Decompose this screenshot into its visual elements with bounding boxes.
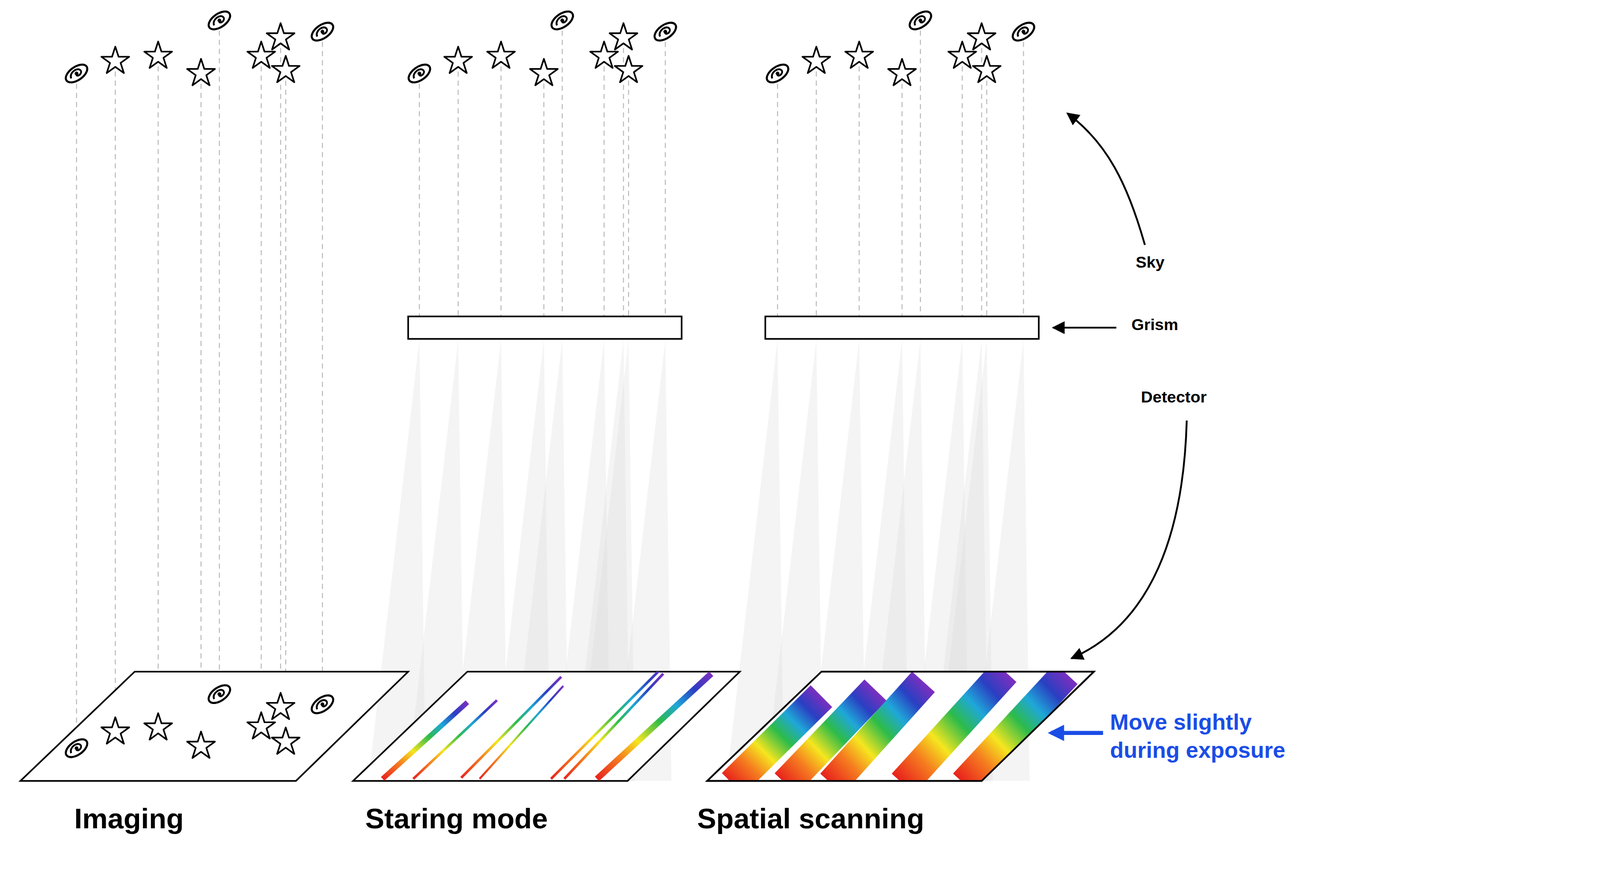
star-icon bbox=[487, 41, 515, 68]
sight-lines bbox=[76, 30, 1024, 738]
star-icon bbox=[144, 41, 172, 68]
star-icon bbox=[609, 23, 638, 50]
sight-line bbox=[260, 66, 262, 717]
sky-objects bbox=[62, 8, 1038, 87]
spectrum-trace bbox=[550, 663, 667, 779]
galaxy-icon bbox=[205, 681, 234, 707]
star-icon bbox=[187, 731, 215, 758]
star-icon bbox=[967, 23, 996, 50]
galaxy-icon bbox=[62, 60, 91, 86]
panel-title: Imaging bbox=[74, 801, 184, 835]
star-icon bbox=[144, 712, 172, 740]
star-icon bbox=[271, 55, 300, 82]
detector-arrow bbox=[1071, 420, 1187, 659]
sight-line bbox=[219, 30, 220, 684]
galaxy-icon bbox=[308, 691, 337, 717]
star-icon bbox=[845, 41, 873, 68]
sight-line bbox=[200, 83, 202, 736]
sight-line bbox=[622, 48, 624, 317]
detector-outline bbox=[707, 671, 1094, 781]
spectrum-trace bbox=[413, 700, 498, 779]
star-icon bbox=[614, 55, 643, 82]
sight-line bbox=[628, 80, 630, 317]
galaxy-icon bbox=[763, 60, 792, 86]
galaxy-icon bbox=[205, 8, 234, 33]
sight-line bbox=[986, 80, 988, 317]
sight-line bbox=[920, 30, 921, 317]
spectrum-trace bbox=[461, 676, 562, 778]
callout-arrows bbox=[1050, 113, 1187, 733]
star-icon bbox=[972, 55, 1001, 82]
galaxy-icon bbox=[405, 60, 434, 86]
part-label: Grism bbox=[1131, 315, 1179, 334]
spectrum-trace bbox=[597, 673, 712, 779]
panel-title: Spatial scanning bbox=[697, 801, 925, 835]
grism bbox=[765, 316, 1039, 339]
sight-line bbox=[285, 80, 287, 732]
galaxy-icon bbox=[1009, 19, 1038, 44]
sight-line bbox=[777, 83, 779, 317]
sight-line bbox=[76, 83, 78, 739]
star-icon bbox=[247, 41, 275, 68]
sight-line bbox=[901, 83, 903, 317]
sight-line bbox=[157, 66, 159, 718]
sight-line bbox=[543, 83, 545, 317]
star-icon bbox=[101, 46, 130, 73]
galaxy-icon bbox=[906, 8, 935, 33]
sight-line bbox=[1022, 41, 1024, 317]
detector bbox=[20, 671, 409, 781]
sight-line bbox=[815, 71, 817, 317]
star-icon bbox=[101, 717, 130, 744]
star-icon bbox=[271, 727, 300, 754]
grism-arrow bbox=[1052, 326, 1117, 329]
sight-line bbox=[419, 83, 420, 317]
detector-image bbox=[62, 681, 337, 761]
scanned-spectra bbox=[732, 671, 1067, 784]
star-icon bbox=[266, 23, 295, 50]
star-icon bbox=[266, 692, 295, 719]
part-label: Sky bbox=[1135, 252, 1165, 272]
scanned-band bbox=[964, 673, 1067, 784]
spectrum-trace bbox=[479, 685, 564, 779]
motion-note: Move slightly during exposure bbox=[1110, 708, 1320, 765]
galaxy-icon bbox=[548, 8, 577, 33]
galaxy-icon bbox=[62, 735, 91, 761]
star-icon bbox=[948, 41, 977, 68]
star-icon bbox=[530, 59, 558, 86]
sight-line bbox=[664, 41, 666, 317]
star-icon bbox=[590, 41, 618, 68]
grism bbox=[408, 316, 682, 339]
galaxy-icon bbox=[308, 19, 337, 44]
panel-title: Staring mode bbox=[365, 801, 548, 835]
detector bbox=[352, 671, 740, 781]
sight-line bbox=[500, 66, 502, 317]
star-icon bbox=[187, 59, 215, 86]
motion-arrow bbox=[1050, 730, 1103, 735]
sight-line bbox=[980, 48, 982, 317]
spectra bbox=[382, 663, 712, 779]
sight-line bbox=[114, 71, 116, 722]
part-label: Detector bbox=[1140, 387, 1207, 407]
sight-line bbox=[961, 66, 963, 317]
sight-line bbox=[561, 30, 563, 317]
galaxy-icon bbox=[651, 19, 680, 44]
sky-arrow bbox=[1067, 113, 1145, 245]
star-icon bbox=[888, 59, 916, 86]
sight-line bbox=[858, 66, 860, 317]
sight-line bbox=[603, 66, 605, 317]
sight-line bbox=[280, 48, 281, 698]
sight-line bbox=[457, 71, 459, 317]
star-icon bbox=[444, 46, 472, 73]
star-icon bbox=[247, 711, 275, 739]
star-icon bbox=[802, 46, 830, 73]
sight-line bbox=[321, 41, 323, 694]
